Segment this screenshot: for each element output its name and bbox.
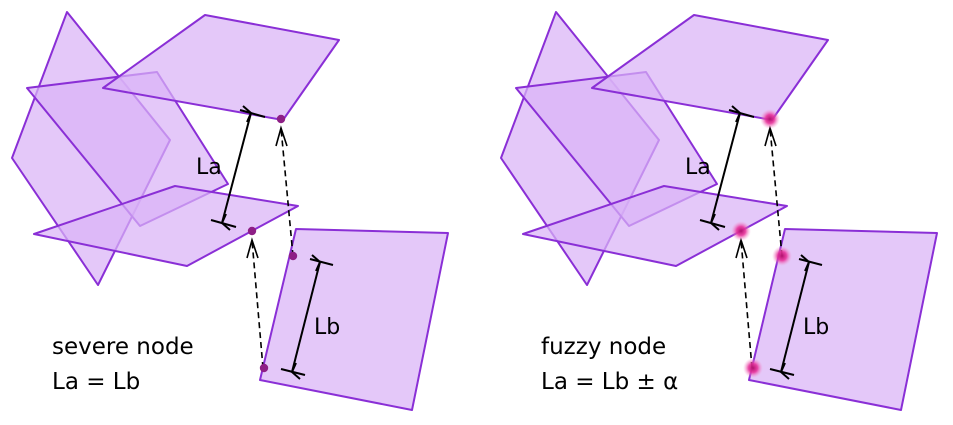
dimension-lb	[769, 254, 823, 380]
fuzzy-node-panel: La Lb fuzzy node La = Lb ± α	[500, 11, 938, 411]
dimension-la-label: La	[685, 155, 711, 180]
bottom-right-plane	[748, 228, 938, 411]
severe-caption-equation: La = Lb	[52, 369, 140, 395]
lower-middle-plane	[33, 185, 299, 267]
lower-middle-plane	[522, 185, 788, 267]
severe-node-marker	[259, 363, 269, 373]
dimension-lb-label: Lb	[314, 315, 340, 340]
severe-node-marker	[247, 226, 257, 236]
severe-node-panel: La Lb severe node La = Lb	[11, 11, 449, 411]
fuzzy-node-marker	[743, 358, 763, 378]
bottom-right-plane	[259, 228, 449, 411]
fuzzy-caption-title: fuzzy node	[541, 334, 666, 360]
dimension-la-label: La	[196, 155, 222, 180]
fuzzy-node-marker	[760, 109, 780, 129]
dimension-la	[210, 105, 266, 231]
dimension-lb	[280, 254, 334, 380]
dimension-lb-label: Lb	[803, 315, 829, 340]
fuzzy-node-marker	[772, 246, 792, 266]
severe-caption-title: severe node	[52, 334, 194, 360]
projection-arrows	[246, 125, 294, 369]
fuzzy-caption-equation: La = Lb ± α	[541, 369, 678, 395]
severe-node-marker	[276, 114, 286, 124]
fuzzy-node-marker	[731, 221, 751, 241]
dimension-la	[699, 105, 755, 231]
severe-node-marker	[288, 251, 298, 261]
